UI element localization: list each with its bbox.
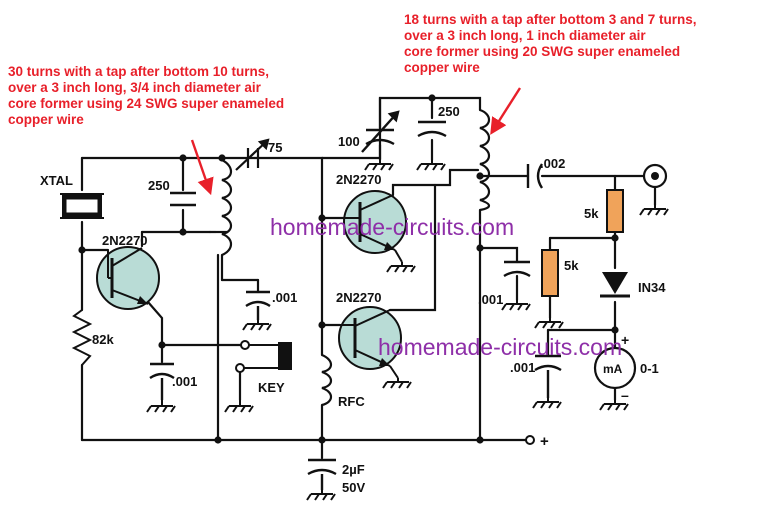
wiring [80, 96, 657, 460]
label-c001-bottom: .001 [510, 360, 535, 375]
label-c250-left: 250 [148, 178, 170, 193]
inductor-rfc [321, 353, 333, 407]
label-c250-right: 250 [438, 104, 460, 119]
milliammeter [593, 346, 637, 390]
capacitor-001-left [149, 362, 175, 400]
label-q1: 2N2270 [102, 233, 148, 248]
label-r5k-left: 5k [564, 258, 579, 273]
label-q3: 2N2270 [336, 290, 382, 305]
ground-symbols [146, 160, 669, 501]
transistor-q2 [343, 190, 407, 263]
label-rfc: RFC [338, 394, 365, 409]
resistor-5k-top [606, 189, 624, 233]
junction-dots [78, 94, 619, 444]
label-c2uf-value: 2µF [342, 462, 365, 477]
label-c001-mid: .001 [272, 290, 297, 305]
label-meter-unit: mA [603, 362, 623, 376]
variable-capacitor-100 [361, 110, 400, 153]
inductor-left-coil [221, 159, 233, 257]
label-c001-left: .001 [172, 374, 197, 389]
transistor-q1 [96, 246, 160, 310]
key-jack[interactable] [235, 340, 292, 373]
capacitor-2uf [307, 458, 337, 490]
label-r5k-top: 5k [584, 206, 599, 221]
label-q2: 2N2270 [336, 172, 382, 187]
watermark-top: homemade-circuits.com [270, 214, 515, 240]
label-xtal: XTAL [40, 173, 73, 188]
resistor-82k [71, 309, 93, 366]
capacitor-250-right [417, 120, 447, 138]
capacitor-001-right [503, 260, 531, 278]
output-connector[interactable] [642, 163, 668, 189]
watermark-bottom: homemade-circuits.com [378, 334, 623, 360]
label-c001-right: .001 [478, 292, 503, 307]
annotation-arrows [190, 87, 522, 196]
transistor-q3 [338, 306, 402, 379]
label-meter-minus: – [621, 387, 629, 403]
left-coil-note: 30 turns with a tap after bottom 10 turn… [8, 64, 285, 127]
supply-terminal[interactable] [525, 435, 535, 445]
label-diode: IN34 [638, 280, 666, 295]
label-trimmer-75: 75 [268, 140, 282, 155]
inductor-right-coil [479, 108, 491, 212]
label-key: KEY [258, 380, 285, 395]
trimmer-capacitor-75 [235, 138, 270, 171]
label-supply-plus: + [540, 433, 549, 450]
label-c002: .002 [540, 156, 565, 171]
capacitor-250-left [170, 191, 196, 207]
label-r82k: 82k [92, 332, 114, 347]
right-coil-note: 18 turns with a tap after bottom 3 and 7… [404, 12, 697, 75]
label-c100: 100 [338, 134, 360, 149]
label-meter-range: 0-1 [640, 361, 659, 376]
crystal-xtal: XTAL [40, 173, 104, 219]
capacitor-001-mid [245, 290, 271, 320]
capacitor-002 [526, 163, 544, 189]
label-meter-plus: + [621, 332, 629, 348]
resistor-5k-left [541, 249, 559, 297]
label-c2uf-voltage: 50V [342, 480, 365, 495]
diode-in34 [600, 272, 630, 298]
capacitor-001-bottom [534, 354, 562, 398]
